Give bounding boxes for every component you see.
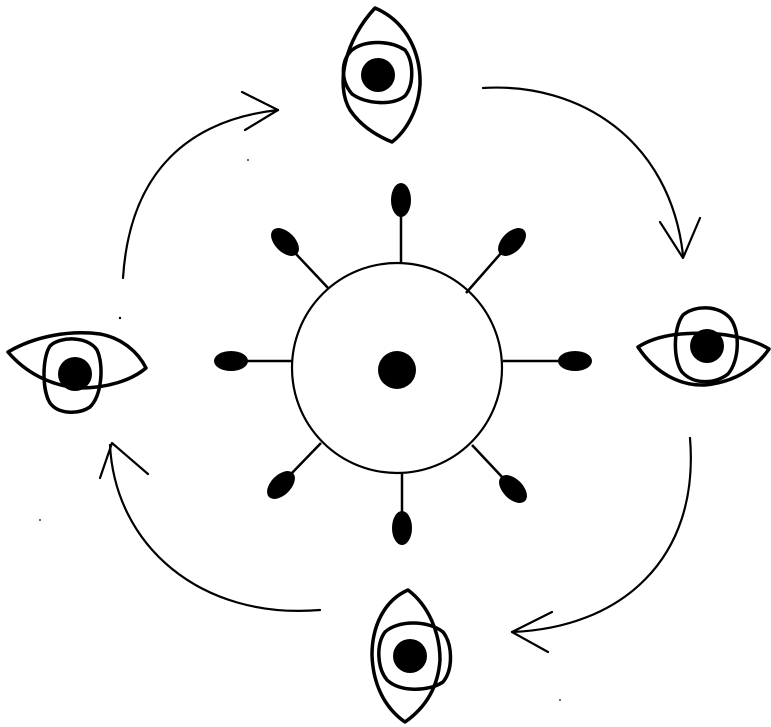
ray-top-right <box>466 223 531 293</box>
curved-arrow-icon <box>123 92 278 278</box>
center-dot <box>378 351 416 389</box>
ray-top-left <box>266 223 329 289</box>
ray-bottom-right <box>472 445 532 508</box>
ray-left <box>214 351 292 371</box>
curved-arrow-icon <box>512 438 691 652</box>
eye-icon <box>638 308 769 385</box>
eye-bottom-pupil <box>393 639 427 673</box>
sun-icon <box>214 183 592 545</box>
arrow-bottom-to-left <box>110 445 320 611</box>
eye-right-pupil <box>690 329 724 363</box>
ray-bottom <box>392 474 412 545</box>
eye-left-pupil <box>58 357 92 391</box>
ray-right <box>503 351 592 371</box>
eye-icon <box>343 8 420 142</box>
eye-icon <box>372 590 451 722</box>
arrow-right-to-bottom <box>512 438 691 632</box>
curved-arrow-icon <box>100 443 320 611</box>
ray-bottom-left <box>262 443 321 504</box>
arrow-left-to-top <box>123 110 278 278</box>
arrow-bottom-to-left-head <box>100 443 148 478</box>
eye-icon <box>8 333 146 412</box>
eye-top-pupil <box>361 58 395 92</box>
ray-top <box>391 183 411 264</box>
